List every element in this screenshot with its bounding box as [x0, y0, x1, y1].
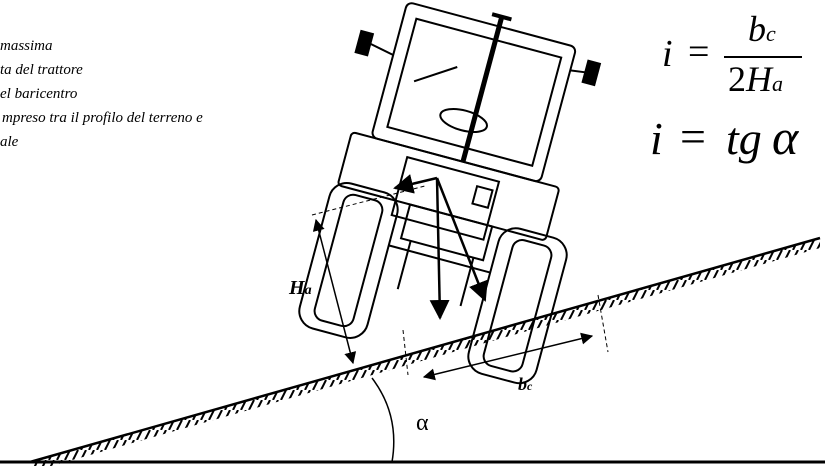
legend-line-2: ta del trattore	[0, 62, 83, 78]
formula1-numerator: bc	[748, 9, 776, 49]
legend-line-4: mpreso tra il profilo del terreno e	[2, 110, 203, 126]
bc-left-dashed	[402, 329, 409, 376]
formula1-lhs: i	[662, 33, 673, 75]
formula2-alpha: α	[772, 109, 799, 165]
legend-line-5: ale	[0, 134, 19, 150]
formula-slope-ratio: i = bc 2Ha	[660, 8, 810, 99]
ha-dimension-arrow	[312, 218, 357, 365]
legend-line-3: el baricentro	[0, 86, 78, 102]
label-alpha: α	[416, 410, 429, 436]
formula1-denominator: 2Ha	[728, 59, 783, 99]
formula2-equals: =	[680, 111, 706, 162]
legend-line-1: massima	[0, 38, 53, 54]
formula2-tg: tg	[726, 113, 762, 164]
bc-dimension-arrow	[422, 332, 594, 381]
ha-reference-dashed	[311, 185, 426, 216]
alpha-angle-arc	[371, 377, 395, 463]
formula2-lhs: i	[650, 113, 663, 164]
formula1-equals: =	[688, 31, 710, 73]
label-bc: bc	[518, 374, 533, 394]
tractor-outline	[298, 2, 602, 385]
formula1-fraction-bar	[724, 56, 802, 58]
gravity-force-arrows	[393, 174, 488, 320]
label-ha: Ha	[289, 277, 312, 299]
bc-right-dashed	[597, 294, 609, 353]
formula-tangent: i = tg α	[650, 108, 820, 168]
